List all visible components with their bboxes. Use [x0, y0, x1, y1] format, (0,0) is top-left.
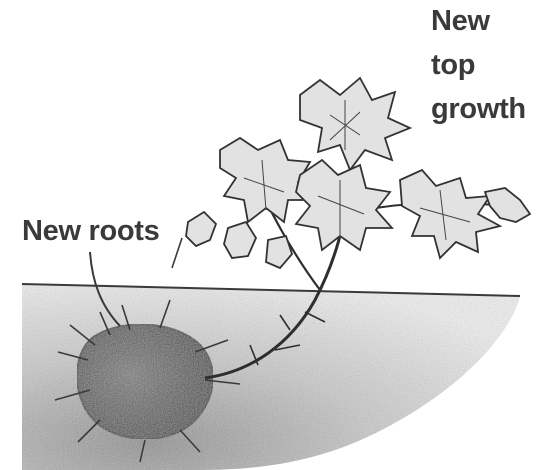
roots-leader-line-2 — [172, 238, 182, 268]
label-new-top-growth-line3: growth — [431, 94, 526, 125]
label-new-roots: New roots — [22, 216, 160, 247]
label-new-top-growth-line1: New — [431, 6, 490, 37]
label-new-top-growth-line2: top — [431, 50, 475, 81]
